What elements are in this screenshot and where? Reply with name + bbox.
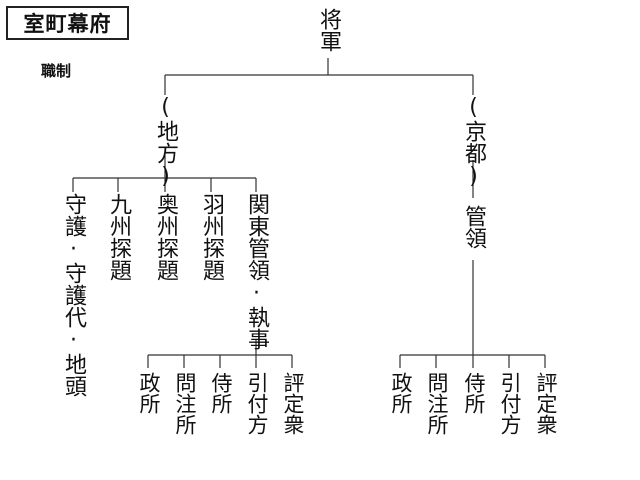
node-kanto-mandokoro: 政所 [137, 372, 161, 414]
node-kyoto-samuraidokoro: 侍所 [462, 372, 486, 414]
node-kyoto-hyojoshu: 評定衆 [534, 372, 558, 435]
node-kanto-hikitsukekata: 引付方 [245, 372, 269, 435]
node-chiho: (地方) [153, 95, 178, 189]
node-kyoto-monchujo: 問注所 [425, 372, 449, 435]
node-shogun: 将軍 [316, 8, 341, 52]
node-kanto-samuraidokoro: 侍所 [209, 372, 233, 414]
node-kyushu-tandai: 九州探題 [106, 193, 131, 281]
node-oshu-tandai: 奥州探題 [153, 193, 178, 281]
node-kanto-hyojoshu: 評定衆 [281, 372, 305, 435]
page-title: 室町幕府 [6, 6, 129, 40]
page-subtitle: 職制 [41, 62, 72, 80]
node-shugo: 守護·守護代·地頭 [61, 193, 86, 397]
node-ushu-tandai: 羽州探題 [199, 193, 224, 281]
node-kanto-monchujo: 問注所 [173, 372, 197, 435]
node-kyoto-hikitsukekata: 引付方 [498, 372, 522, 435]
node-kyoto-mandokoro: 政所 [389, 372, 413, 414]
node-kyoto: (京都) [461, 95, 486, 189]
node-kanrei: 管領 [461, 205, 486, 249]
node-kanto-kanrei: 関東管領·執事 [244, 193, 269, 350]
